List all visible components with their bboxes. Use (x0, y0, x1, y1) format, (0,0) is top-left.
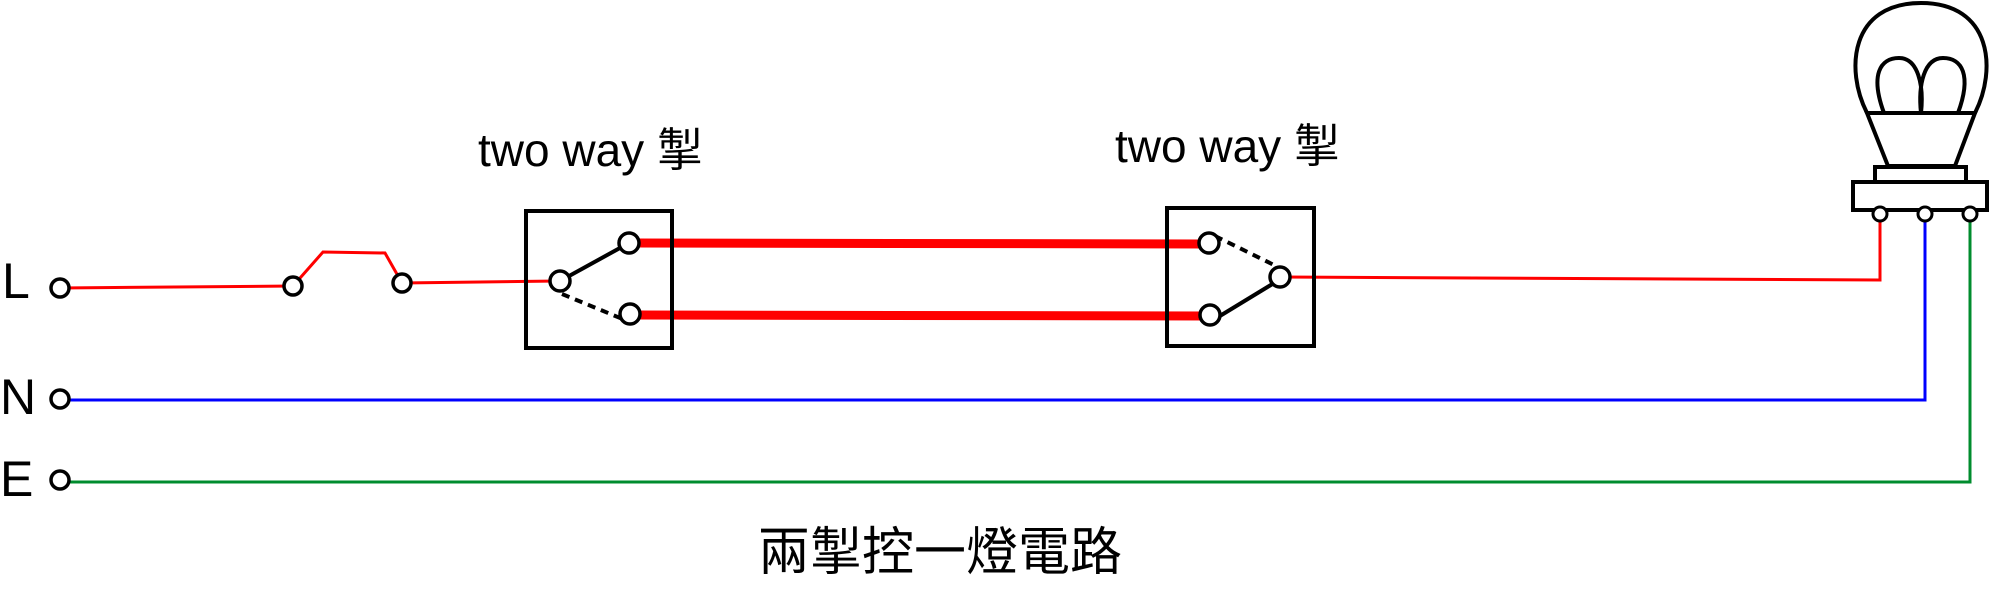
label-live: L (2, 253, 30, 309)
switch-box-2 (1165, 206, 1316, 348)
diagram-caption: 兩掣控一燈電路 (758, 523, 1122, 583)
switch-contact-icon (282, 275, 304, 297)
terminal-earth (49, 469, 71, 491)
switch-1-arm (559, 241, 630, 283)
switch-1-top-terminal (617, 231, 641, 255)
earth-wire (60, 213, 1972, 484)
switch-2-label: two way 掣 (1115, 120, 1340, 172)
label-earth: E (0, 451, 33, 507)
switch-1-bottom-terminal (618, 302, 642, 326)
switch-contact-icon (391, 272, 413, 294)
switch-2-alt-arm (1214, 234, 1277, 268)
neutral-wire (60, 213, 1927, 402)
traveller-wires (628, 238, 1209, 321)
label-neutral: N (0, 369, 36, 425)
switch-2-common-terminal (1268, 265, 1292, 289)
switch-1-common-terminal (548, 269, 572, 293)
switch-1-alt-arm (561, 292, 626, 322)
terminals (49, 231, 1292, 491)
switch-2-top-terminal (1197, 231, 1221, 255)
switch-1-label: two way 掣 (478, 124, 703, 176)
live-wire (59, 213, 1882, 290)
terminal-live (49, 277, 71, 299)
terminal-neutral (49, 388, 71, 410)
switch-2-bottom-terminal (1198, 303, 1222, 327)
light-bulb-icon (1851, 0, 1989, 223)
switch-box-1 (524, 209, 674, 350)
